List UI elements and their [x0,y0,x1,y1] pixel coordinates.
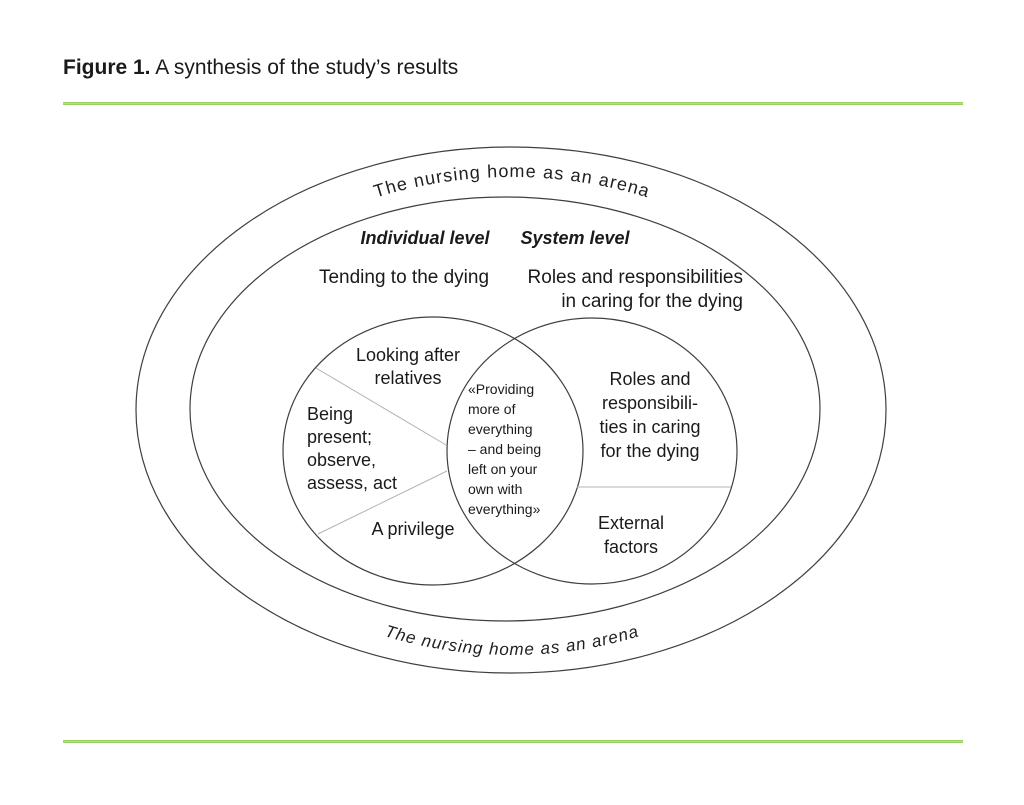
individual-theme-label: Tending to the dying [318,267,490,288]
individual-level-heading: Individual level [360,228,490,248]
bottom-rule [63,740,963,743]
overlap-quote: «Providing more of everything – and bein… [468,381,542,517]
top-rule [63,102,963,105]
arena-label-bottom: The nursing home as an arena [383,621,641,659]
figure-caption-number: Figure 1. [63,56,151,79]
left-circle-divider-upper [315,367,447,446]
arena-label-top: The nursing home as an arena [371,161,652,202]
category-a-privilege: A privilege [371,519,455,539]
figure-caption: Figure 1. A synthesis of the study’s res… [63,55,458,81]
system-level-circle [446,317,738,585]
category-looking-after-relatives: Looking after relatives [355,345,461,388]
category-external-factors: External factors [597,513,665,557]
system-level-heading: System level [520,228,630,248]
figure-caption-text: A synthesis of the study’s results [150,56,459,79]
inner-arena-ellipse [189,196,821,622]
left-circle-divider-lower [317,470,448,535]
category-roles-responsibilities: Roles and responsibili- ties in caring f… [599,369,701,461]
category-being-present: Being present; observe, assess, act [307,404,398,493]
system-theme-label: Roles and responsibilities in caring for… [527,267,743,312]
outer-arena-ellipse [135,146,887,674]
individual-level-circle [282,316,584,586]
